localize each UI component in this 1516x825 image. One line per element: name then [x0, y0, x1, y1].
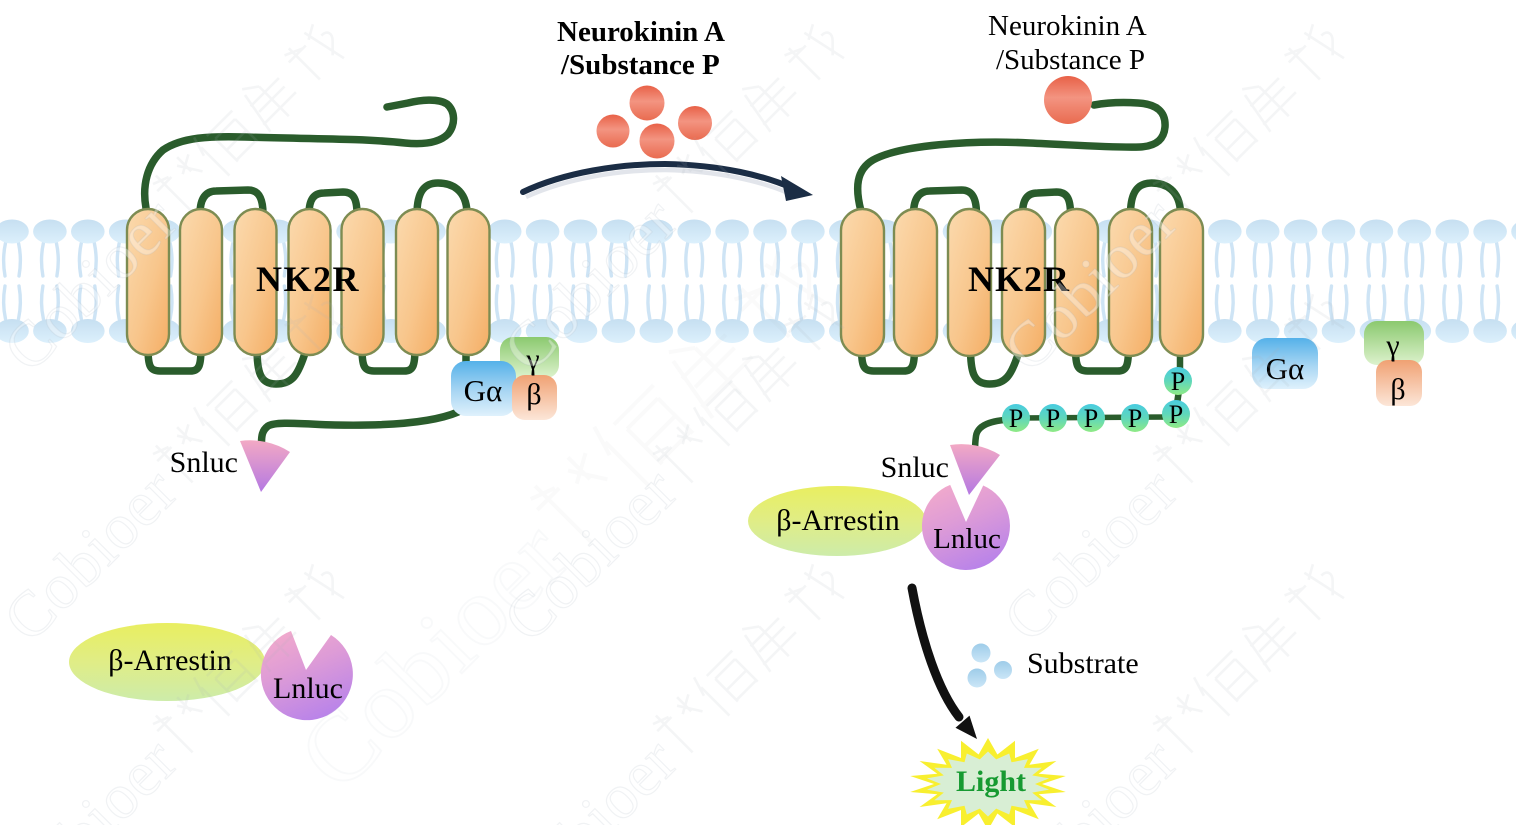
svg-text:/Substance P: /Substance P — [560, 49, 720, 81]
svg-text:Snluc: Snluc — [170, 446, 238, 479]
svg-text:P: P — [1171, 367, 1185, 396]
svg-text:Gα: Gα — [464, 373, 503, 408]
svg-text:Snluc: Snluc — [881, 451, 949, 484]
svg-text:/Substance P: /Substance P — [996, 44, 1145, 76]
svg-text:P: P — [1009, 404, 1023, 433]
svg-text:P: P — [1169, 400, 1183, 429]
svg-text:Neurokinin A: Neurokinin A — [557, 16, 725, 48]
svg-text:β-Arrestin: β-Arrestin — [776, 504, 900, 537]
svg-text:Light: Light — [956, 765, 1026, 798]
svg-text:P: P — [1084, 404, 1098, 433]
svg-text:Lnluc: Lnluc — [933, 523, 1001, 555]
svg-text:P: P — [1046, 404, 1060, 433]
svg-text:β: β — [1390, 373, 1405, 406]
svg-text:β: β — [526, 378, 541, 411]
svg-text:Substrate: Substrate — [1027, 647, 1139, 680]
svg-text:P: P — [1128, 404, 1142, 433]
svg-text:NK2R: NK2R — [256, 259, 360, 299]
svg-text:γ: γ — [1385, 329, 1399, 362]
svg-text:β-Arrestin: β-Arrestin — [108, 644, 232, 677]
svg-text:Neurokinin A: Neurokinin A — [988, 10, 1147, 42]
